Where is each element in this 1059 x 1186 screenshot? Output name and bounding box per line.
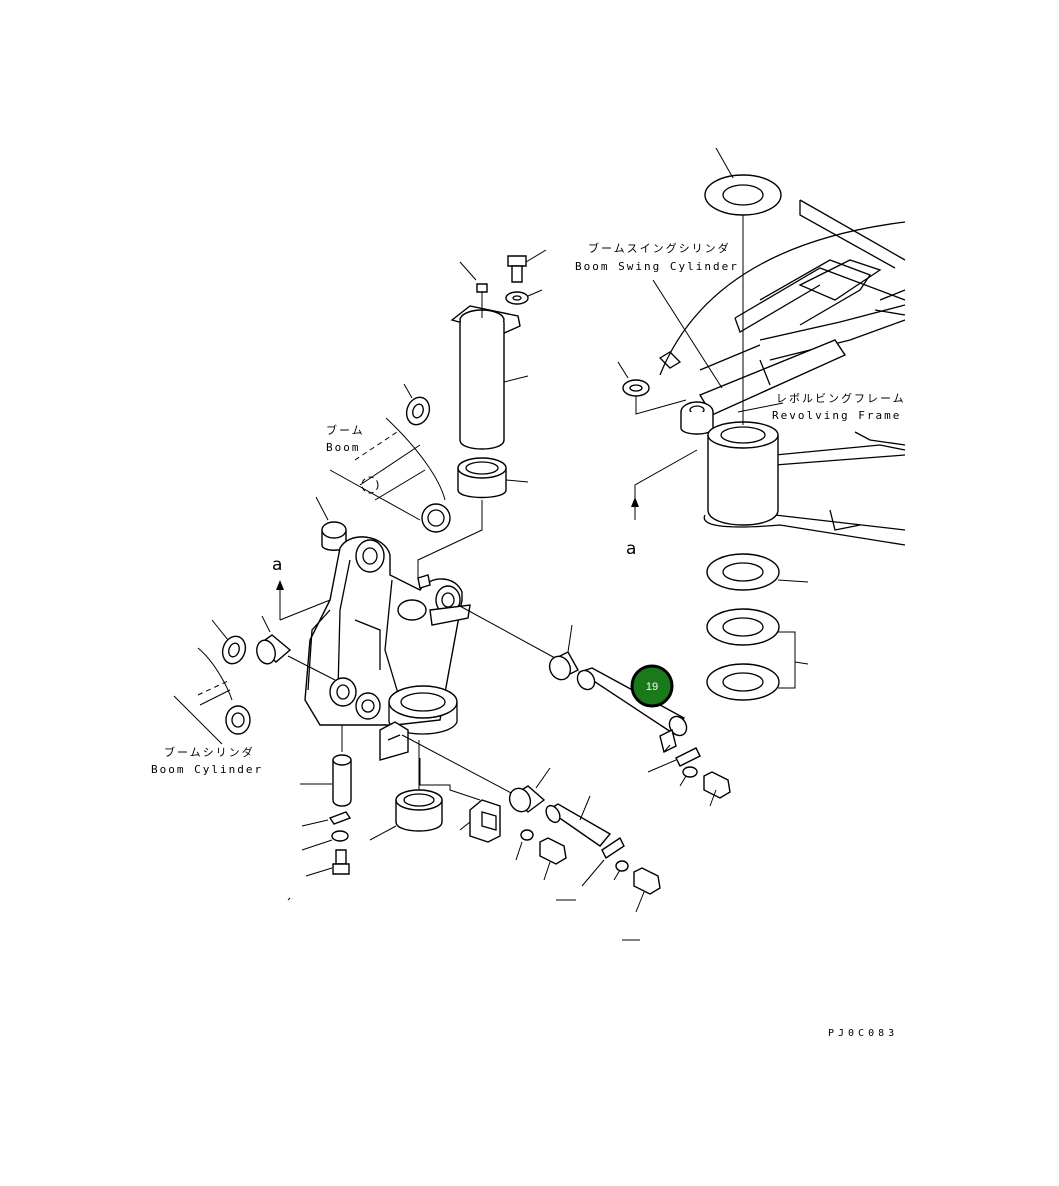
lower-swing-pin xyxy=(545,795,612,847)
shim-stack xyxy=(706,553,780,701)
callout-badge[interactable] xyxy=(630,664,674,708)
view-arrow-a-left xyxy=(276,580,331,621)
lower-bushing xyxy=(369,740,443,841)
swing-cylinder-washer xyxy=(617,361,687,415)
swing-pin xyxy=(576,667,688,754)
drawing-code: PJ0C083 xyxy=(828,1028,898,1039)
view-a-label-right: a xyxy=(626,539,636,559)
swing-pin-bushing-upper xyxy=(548,624,579,681)
boom-cylinder-label-en: Boom Cylinder xyxy=(151,763,263,776)
lower-lock-plate xyxy=(581,836,661,913)
revolving-frame-label-en: Revolving Frame xyxy=(772,409,901,422)
callout-number[interactable]: 19 xyxy=(646,681,658,693)
boom-washer xyxy=(403,383,431,426)
view-arrow-a-right xyxy=(631,449,698,520)
frame-sleeve xyxy=(707,421,779,526)
boom-swing-cylinder-label-jp: ブームスイングシリンダ xyxy=(588,241,731,255)
cylinder-pin-holder xyxy=(419,758,567,881)
boom-outline xyxy=(329,417,451,533)
cylinder-washer xyxy=(211,619,247,665)
revolving-frame xyxy=(658,199,906,546)
boom-label-en: Boom xyxy=(326,441,361,454)
boom-cylinder-label-jp: ブームシリンダ xyxy=(164,745,255,759)
swing-bracket xyxy=(304,536,471,761)
boom-swing-cylinder-label-en: Boom Swing Cylinder xyxy=(575,260,739,273)
boom-foot-pin xyxy=(450,249,547,450)
upper-large-washer xyxy=(704,174,782,216)
leader-tick xyxy=(287,897,291,901)
right-lock-plate xyxy=(647,747,731,807)
left-upper-bushing xyxy=(315,496,347,551)
revolving-frame-label-jp: レボルビングフレーム xyxy=(776,391,906,405)
boom-cylinder-outline xyxy=(173,647,251,745)
cylinder-pin-left xyxy=(300,725,352,877)
cylinder-bushing xyxy=(256,615,336,681)
boom-label-jp: ブーム xyxy=(326,423,365,437)
upper-bushing xyxy=(417,457,529,580)
callout-19[interactable]: 19 xyxy=(630,664,674,708)
swing-pin-bushing-lower xyxy=(508,767,551,813)
view-a-label-left: a xyxy=(272,555,282,575)
